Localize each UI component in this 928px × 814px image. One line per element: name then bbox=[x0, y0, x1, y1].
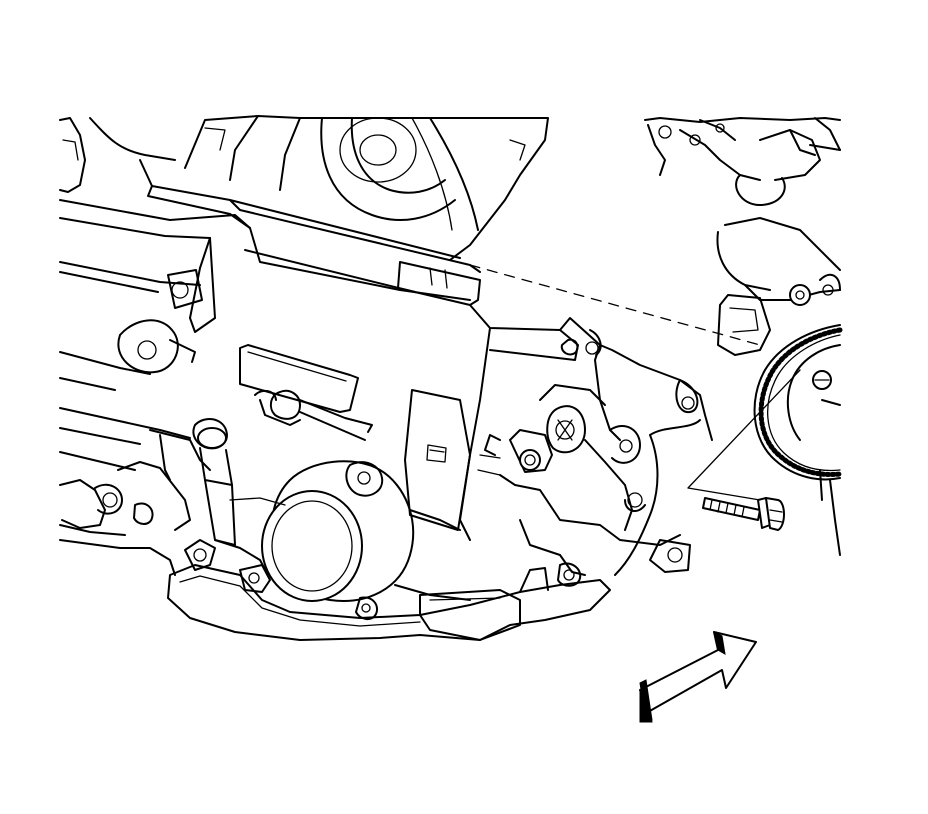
alignment-dashed-line bbox=[469, 264, 761, 346]
transmission-pan bbox=[167, 564, 611, 641]
extension-housing bbox=[546, 317, 713, 576]
block-arrow-icon bbox=[639, 631, 757, 723]
hex-bolt-icon bbox=[702, 497, 785, 531]
engine-flywheel bbox=[644, 117, 843, 556]
upper-left-bracket bbox=[59, 117, 176, 193]
transmission-case-body bbox=[59, 159, 481, 471]
bolt-leader-line bbox=[687, 369, 801, 501]
rear-mount-bracket bbox=[477, 384, 691, 587]
output-cover bbox=[261, 460, 471, 620]
transmission-center-block bbox=[404, 304, 579, 541]
transmission-assembly bbox=[59, 115, 713, 641]
bell-housing-top bbox=[184, 115, 549, 261]
left-lower-section bbox=[59, 389, 301, 593]
valve-body-section bbox=[239, 261, 481, 441]
